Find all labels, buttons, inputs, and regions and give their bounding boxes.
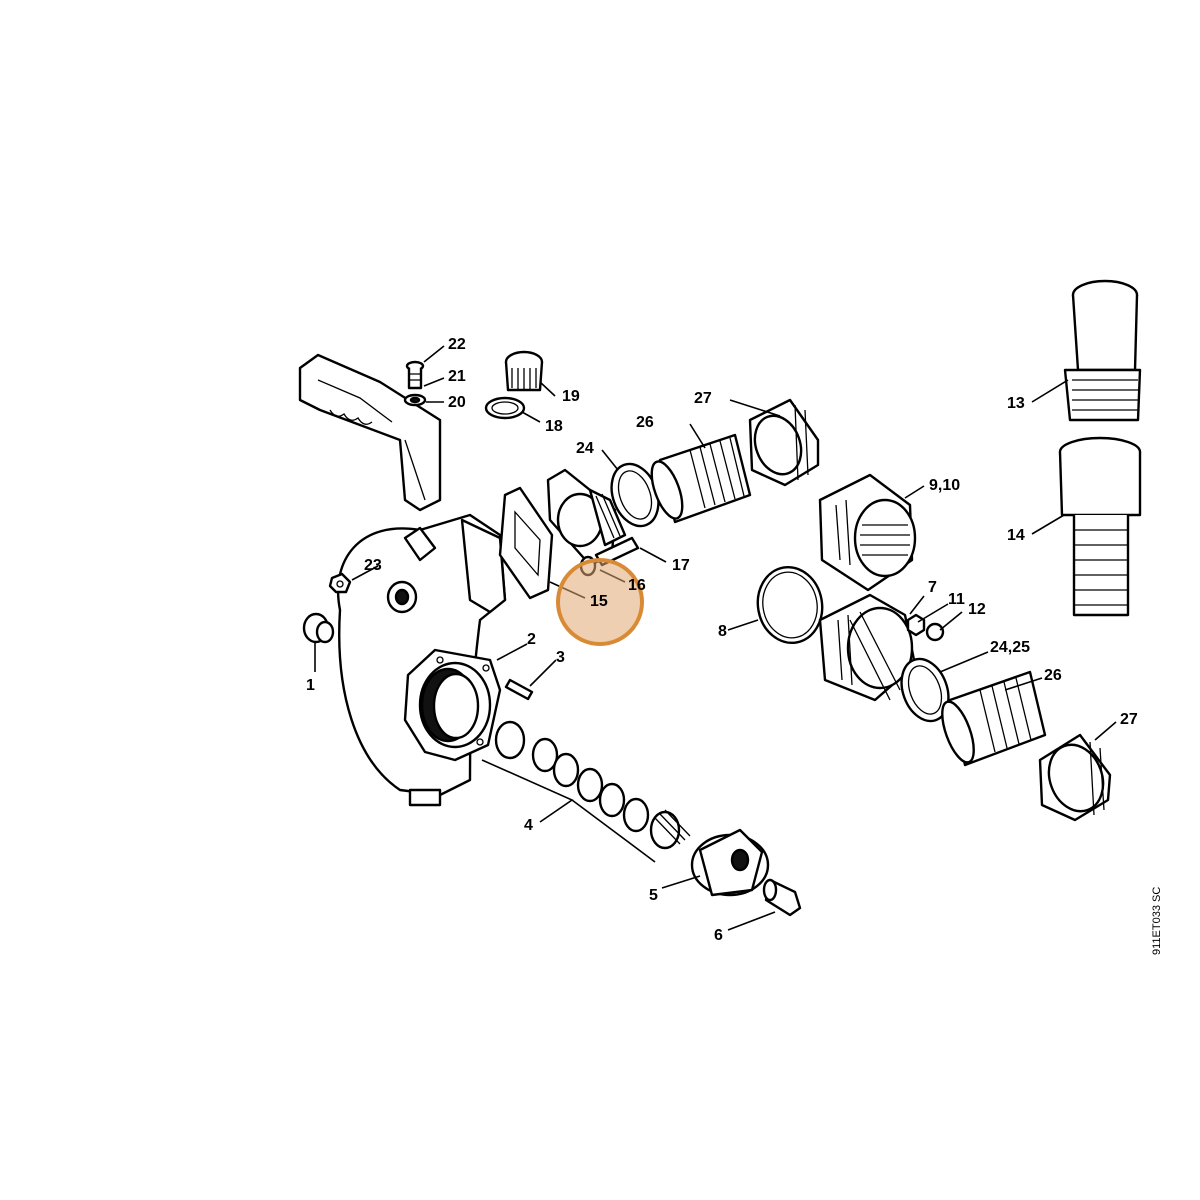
drawing-code: 911ET033 SC <box>1151 887 1163 955</box>
gasket-15 <box>498 486 554 600</box>
callout-6: 6 <box>714 927 723 944</box>
screw-22 <box>405 360 425 390</box>
callout-26-lower: 26 <box>1044 667 1062 684</box>
union-nut-lower <box>1038 733 1112 822</box>
outlet-flange <box>546 468 627 567</box>
callout-27-upper: 27 <box>694 390 712 407</box>
callout-24: 24 <box>576 440 594 457</box>
drain-plug <box>302 612 335 644</box>
nozzle <box>762 878 802 917</box>
callout-17: 17 <box>672 557 690 574</box>
callout-27-lower: 27 <box>1120 711 1138 728</box>
highlight-circle-15 <box>556 558 644 646</box>
o-ring-24 <box>610 462 660 528</box>
callout-21: 21 <box>448 368 466 385</box>
threaded-sleeve-upper <box>650 433 752 524</box>
seal-set <box>494 720 691 850</box>
callout-1: 1 <box>306 677 315 694</box>
callout-15: 15 <box>590 593 608 610</box>
callout-2: 2 <box>527 631 536 648</box>
callout-14: 14 <box>1007 527 1025 544</box>
hose-fitting-13 <box>1063 279 1142 422</box>
callout-19: 19 <box>562 388 580 405</box>
callout-22: 22 <box>448 336 466 353</box>
hose-fitting-14 <box>1058 436 1142 617</box>
callouts: 22 21 20 19 18 27 26 24 17 16 15 9,10 8 … <box>306 336 1138 944</box>
callout-12: 12 <box>968 601 986 618</box>
callout-9-10: 9,10 <box>929 477 960 494</box>
callout-11: 11 <box>948 591 965 608</box>
filler-cap <box>504 350 544 392</box>
cap-12 <box>925 622 945 642</box>
threaded-sleeve-lower <box>941 670 1047 767</box>
o-ring-24-25 <box>900 657 950 723</box>
carrying-handle <box>298 353 442 512</box>
callout-23: 23 <box>364 557 382 574</box>
o-ring-8 <box>756 565 824 645</box>
callout-3: 3 <box>556 649 565 666</box>
impeller <box>690 828 770 897</box>
strainer-assembly <box>818 473 917 592</box>
volute-flange <box>403 648 502 762</box>
callout-18: 18 <box>545 418 563 435</box>
union-nut-upper <box>748 398 820 487</box>
callout-24-25: 24,25 <box>990 639 1030 656</box>
nut-11 <box>906 613 926 637</box>
callout-8: 8 <box>718 623 727 640</box>
adapter-flange <box>818 593 917 702</box>
callout-7: 7 <box>928 579 937 596</box>
dowel-pin <box>504 678 534 701</box>
nut-23 <box>328 572 352 594</box>
washer-21 <box>403 393 427 407</box>
callout-26-upper: 26 <box>636 414 654 431</box>
callout-16: 16 <box>628 577 646 594</box>
callout-20: 20 <box>448 394 466 411</box>
callout-5: 5 <box>649 887 658 904</box>
o-ring-18 <box>484 396 526 420</box>
callout-13: 13 <box>1007 395 1025 412</box>
callout-4: 4 <box>524 817 533 834</box>
